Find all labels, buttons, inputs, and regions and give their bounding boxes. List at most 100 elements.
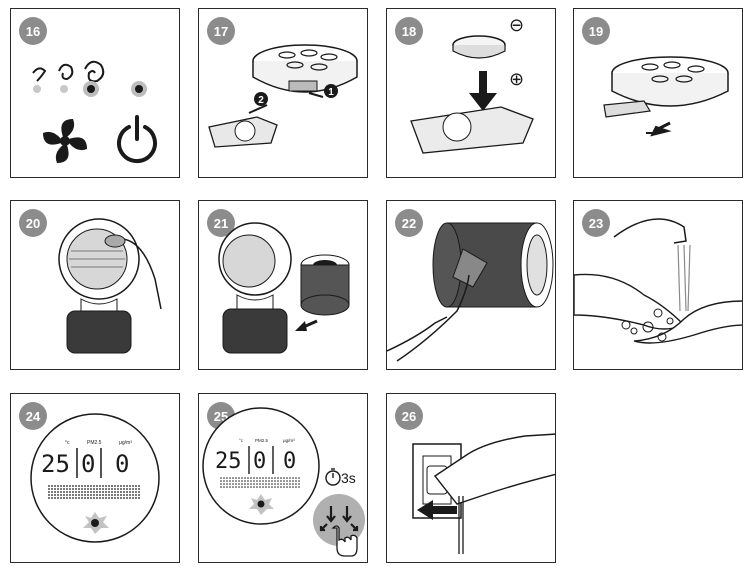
display-dot [220,477,222,479]
display-dot [283,486,285,488]
display-dot [247,486,249,488]
display-dot [135,485,137,487]
display-dot [232,486,234,488]
display-dot [63,485,65,487]
display-dot [120,488,122,490]
svg-text:0: 0 [115,450,129,478]
display-dot [226,480,228,482]
display-dot [81,494,83,496]
display-dot [66,485,68,487]
step-24-panel: 24 °c PM2.5 μg/m³ 25 0 0 [10,393,180,563]
display-dot [253,486,255,488]
display-dot [81,497,83,499]
display-dot [295,486,297,488]
finger-press-icon [331,525,358,557]
display-dot [132,491,134,493]
display-dot [241,483,243,485]
display-dot [244,486,246,488]
display-dot [220,483,222,485]
display-dot [123,485,125,487]
display-dot [286,480,288,482]
display-dot [295,480,297,482]
display-dot [298,480,300,482]
display-dot [66,494,68,496]
insert-battery-illustration: ⊖ ⊕ [410,15,534,154]
display-dot [138,485,140,487]
display-dot [244,477,246,479]
display-dot [138,491,140,493]
display-dot [78,497,80,499]
display-dot [235,483,237,485]
display-dot [126,485,128,487]
display-dot [84,497,86,499]
display-dot [247,480,249,482]
display-dot [262,486,264,488]
display-dot [126,497,128,499]
display-dot [289,486,291,488]
display-dot [223,483,225,485]
display-dot [292,477,294,479]
display-dot [259,477,261,479]
display-dot [277,480,279,482]
display-dot [111,485,113,487]
display-dot [295,483,297,485]
display-dot [96,485,98,487]
display-dot [51,494,53,496]
display-dot [99,491,101,493]
display-dot [229,480,231,482]
display-dot [238,483,240,485]
display-dot [129,488,131,490]
display-dot [102,485,104,487]
display-dot [256,483,258,485]
display-dot [123,497,125,499]
svg-text:25: 25 [41,450,70,478]
display-dot [75,497,77,499]
display-dot [262,483,264,485]
display-dot [135,497,137,499]
svg-text:2: 2 [258,95,264,106]
display-dot [84,485,86,487]
display-dot [51,491,53,493]
svg-text:1: 1 [328,87,334,98]
reset-indicator-lit [83,512,109,534]
display-dot [93,497,95,499]
display-dot [69,491,71,493]
display-dot [280,483,282,485]
indicator-dot-lit [83,81,99,97]
display-dot [60,494,62,496]
display-dot [247,483,249,485]
marker-2 [254,92,268,106]
reset-button-highlight [313,494,365,546]
display-dot [90,497,92,499]
display-dot [256,486,258,488]
indicator-dot-off [33,85,41,93]
svg-text:0: 0 [81,450,95,478]
display-dot [259,483,261,485]
display-dot [259,480,261,482]
display-dot [220,486,222,488]
display-dot [295,477,297,479]
svg-text:PM2.5: PM2.5 [255,438,269,443]
display-dot [87,497,89,499]
display-dot [229,486,231,488]
display-dot [78,488,80,490]
display-dot [90,485,92,487]
fan-speed-mid-icon [58,63,74,81]
display-dot [129,497,131,499]
display-dot [48,488,50,490]
wash-hands-illustration [574,218,742,344]
power-icon [117,115,157,164]
display-dot [75,485,77,487]
display-dot [60,485,62,487]
display-dot [90,488,92,490]
display-dot [235,480,237,482]
insert-filter-illustration [218,222,350,354]
fan-speed-high-icon [84,60,105,83]
display-dot [256,477,258,479]
svg-text:PM2.5: PM2.5 [87,440,102,446]
step-16-panel: 16 [10,8,180,178]
display-dot [229,477,231,479]
display-dot [105,497,107,499]
display-dot [87,485,89,487]
display-dot [138,497,140,499]
